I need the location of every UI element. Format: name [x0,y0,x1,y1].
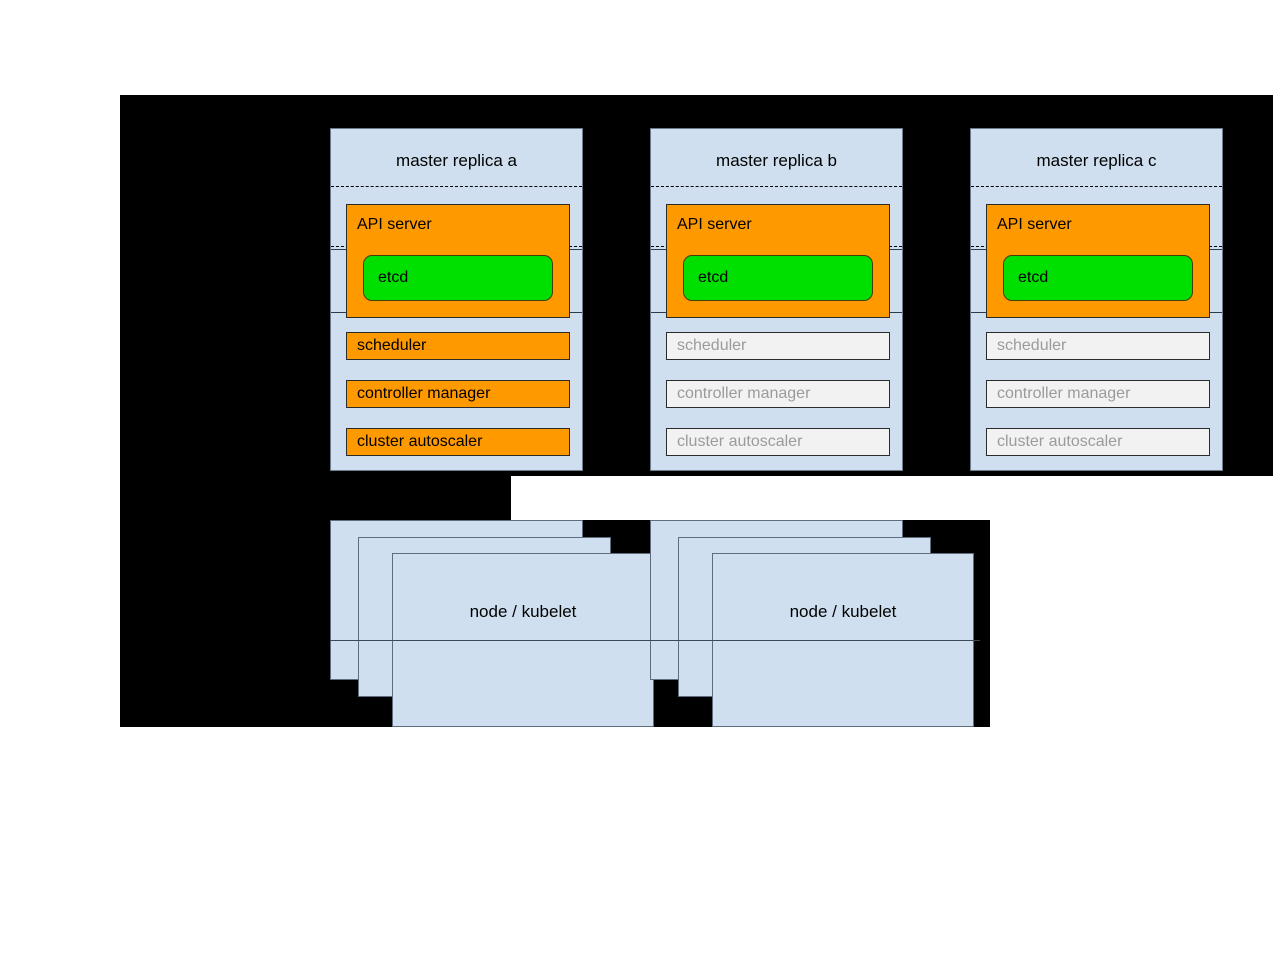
controller-manager-label-b: controller manager [677,385,811,402]
controller-manager-box-a[interactable]: controller manager [346,380,570,408]
replica-c-dash-top [971,186,1222,187]
cluster-autoscaler-box-b[interactable]: cluster autoscaler [666,428,890,456]
etcd-box-c[interactable]: etcd [1003,255,1193,301]
etcd-label-b: etcd [698,269,729,286]
master-replica-title-a: master replica a [396,151,517,170]
etcd-label-c: etcd [1018,269,1049,286]
api-server-label-b: API server [677,216,752,233]
node-kubelet-label-2: node / kubelet [789,602,897,621]
master-replica-card-b[interactable]: master replica b API server etcd schedul… [650,128,903,471]
scheduler-label-b: scheduler [677,337,747,354]
scheduler-label-a: scheduler [357,337,427,354]
scheduler-box-b[interactable]: scheduler [666,332,890,360]
api-server-label-c: API server [997,216,1072,233]
replica-a-dash-top [331,186,582,187]
api-server-label-a: API server [357,216,432,233]
master-replica-title-b: master replica b [716,151,837,170]
cluster-autoscaler-label-c: cluster autoscaler [997,433,1123,450]
node-kubelet-label-1: node / kubelet [469,602,577,621]
master-replica-title-c: master replica c [1036,151,1157,170]
scheduler-box-a[interactable]: scheduler [346,332,570,360]
etcd-label-a: etcd [378,269,409,286]
controller-manager-box-b[interactable]: controller manager [666,380,890,408]
cluster-autoscaler-label-a: cluster autoscaler [357,433,483,450]
cluster-autoscaler-box-c[interactable]: cluster autoscaler [986,428,1210,456]
controller-manager-label-c: controller manager [997,385,1131,402]
etcd-box-b[interactable]: etcd [683,255,873,301]
node-stack-2-divider [650,640,980,641]
master-replica-card-a[interactable]: master replica a API server etcd schedul… [330,128,583,471]
cluster-autoscaler-box-a[interactable]: cluster autoscaler [346,428,570,456]
controller-manager-label-a: controller manager [357,385,491,402]
master-replica-card-c[interactable]: master replica c API server etcd schedul… [970,128,1223,471]
scheduler-box-c[interactable]: scheduler [986,332,1210,360]
node-stack-1-divider [330,640,660,641]
etcd-box-a[interactable]: etcd [363,255,553,301]
scheduler-label-c: scheduler [997,337,1067,354]
replica-b-dash-top [651,186,902,187]
cluster-autoscaler-label-b: cluster autoscaler [677,433,803,450]
controller-manager-box-c[interactable]: controller manager [986,380,1210,408]
